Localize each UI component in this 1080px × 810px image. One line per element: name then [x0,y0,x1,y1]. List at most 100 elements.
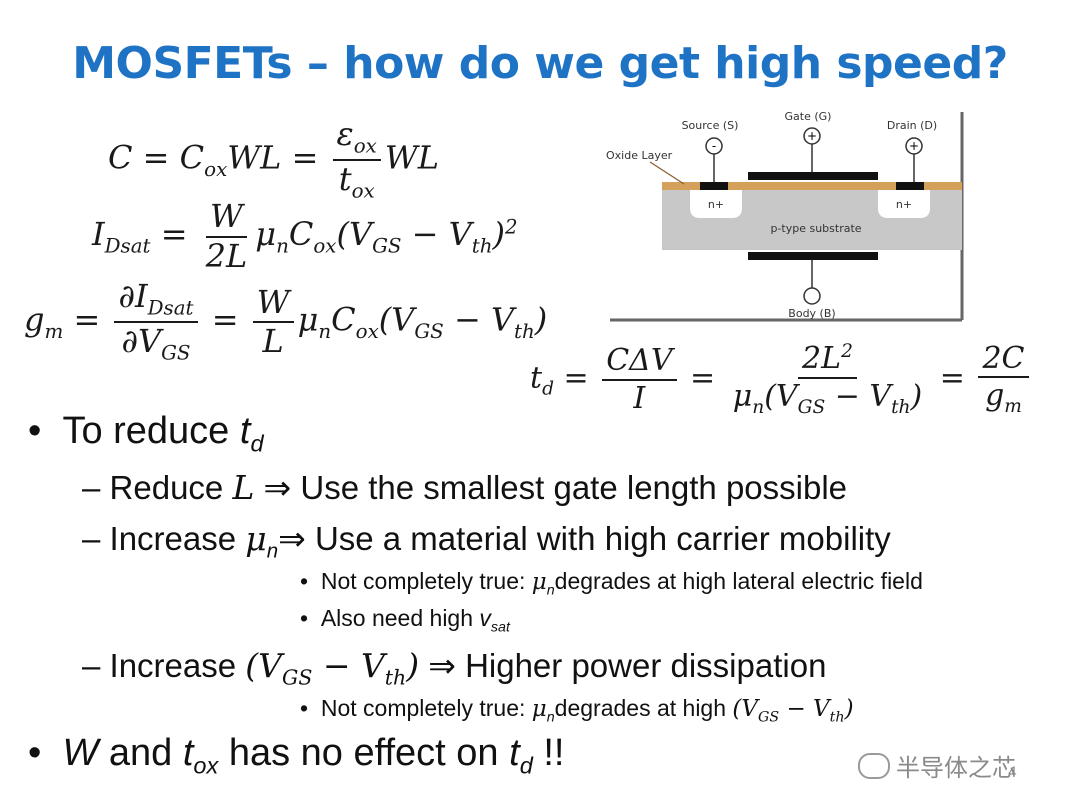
eq-subscript: th [891,396,911,418]
eq-subscript: m [1004,396,1022,417]
eq-subscript: th [471,234,493,258]
gate-label: Gate (G) [785,110,832,123]
eq-subscript: GS [372,234,402,258]
drain-contact [896,182,924,190]
source-sign: - [712,139,716,153]
bullet-var: L [232,468,255,507]
eq-fraction: W L [252,285,294,361]
bullet-var-sub: GS [282,665,313,690]
capacitance-equation: C = CoxWL = εox tox WL [108,115,439,202]
bullet-var: μ [531,569,547,595]
eq-symbol: ε [336,115,354,153]
eq-symbol: (V [378,300,415,339]
eq-symbol: = [211,300,239,339]
bullet-var-sub: n [546,582,555,599]
eq-symbol: ) [492,215,505,254]
eq-symbol: = [73,300,101,339]
n-plus-left-label: n+ [708,198,724,211]
bullet-var-sub: GS [758,709,780,726]
source-terminal-icon [705,137,723,155]
idsat-equation: IDsat = W 2L μnCox(VGS − Vth)2 [92,199,518,275]
bullet-text: Higher power dissipation [465,647,827,684]
bullet-text: Use the smallest gate length possible [300,469,848,506]
bullet-text: Increase [109,520,246,557]
bullet-marker: • [300,568,309,594]
bullet-marker: • [28,732,42,774]
eq-numerator: CΔV [602,345,677,381]
eq-numerator: W [206,199,247,238]
bullet-var-sub: n [546,709,555,726]
eq-symbol: ∂V [121,322,162,361]
bullet-var: (V [245,646,282,685]
eq-subscript: GS [797,396,826,418]
eq-symbol: WL [384,138,439,177]
bullet-marker: – [82,520,101,557]
bullet-var: t [509,732,520,774]
gm-equation: gm = ∂IDsat ∂VGS = W L μnCox(VGS − Vth) [24,279,548,365]
gate-sign: + [807,129,817,143]
bullet-text: Also need high [320,605,480,631]
bullet-text: degrades at high [554,695,733,721]
bullet-var: v [479,605,491,631]
eq-symbol: g [24,300,45,339]
eq-symbol: g [985,378,1005,413]
bullet-text: Use a material with high carrier mobilit… [314,520,891,557]
bullet-var-sub: sat [490,619,510,636]
wechat-icon [858,752,890,779]
substrate-label: p-type substrate [770,222,861,235]
bullet-var: (V [732,696,758,722]
bullet-var-sub: th [829,709,845,726]
watermark: 半导体之芯 4 [858,748,1017,783]
mosfet-cross-section-diagram: - + + Source (S) Gate (G) Drain (D) Oxid… [606,110,964,322]
bullet-mobility-degrades-overdrive: • Not completely true: μndegrades at hig… [300,695,854,726]
eq-denominator: 2L [205,236,248,275]
drain-terminal-icon [905,137,923,155]
bullet-var: t [182,732,194,774]
bullet-marker: – [82,647,101,684]
bullet-var: ) [844,696,854,722]
body-label: Body (B) [788,307,835,320]
gate-electrode [748,172,878,180]
bullet-var: μ [245,519,267,558]
eq-symbol: ) [534,300,548,339]
watermark-text: 半导体之芯 [896,754,1016,782]
bullet-marker: – [82,469,101,506]
eq-superscript: 2 [505,215,518,239]
eq-numerator: W [252,285,294,324]
bullet-text: Increase [109,647,246,684]
bullet-text: and [98,732,183,774]
eq-symbol: I [92,215,105,254]
eq-denominator: L [262,322,284,361]
page-number: 4 [1008,764,1017,781]
eq-symbol: C [331,300,356,339]
bullet-reduce-td: • To reduce td [28,410,264,458]
bullet-var: ) [406,646,420,685]
bullet-arrow: ⇒ [254,469,301,506]
bullet-var-sub: th [384,665,407,690]
eq-symbol: μ [732,378,753,414]
bullet-mobility-degrades: • Not completely true: μndegrades at hig… [300,568,923,599]
eq-subscript: GS [161,341,191,365]
eq-symbol: = [939,360,965,396]
oxide-layer [662,182,962,190]
n-plus-left-region [690,190,742,218]
n-plus-right-label: n+ [896,198,912,211]
eq-fraction: 2L2 μn(VGS − Vth) [729,342,927,417]
eq-symbol: t [530,360,543,396]
bullet-var-sub: d [519,752,533,779]
td-equation: td = CΔV I = 2L2 μn(VGS − Vth) = 2C gm [530,342,1033,417]
bullet-var: − V [779,696,830,722]
eq-subscript: GS [414,320,444,344]
eq-superscript: 2 [841,341,853,362]
bullet-var-sub: ox [193,752,219,779]
eq-symbol: μ [255,215,277,254]
body-terminal-icon [803,287,821,305]
eq-symbol: (V [764,378,798,414]
source-contact [700,182,728,190]
eq-subscript: n [318,320,332,344]
eq-subscript: n [276,234,289,258]
eq-subscript: ox [313,234,337,258]
eq-symbol: = [291,138,319,177]
source-label: Source (S) [682,119,739,132]
eq-fraction: ∂IDsat ∂VGS [114,279,198,365]
